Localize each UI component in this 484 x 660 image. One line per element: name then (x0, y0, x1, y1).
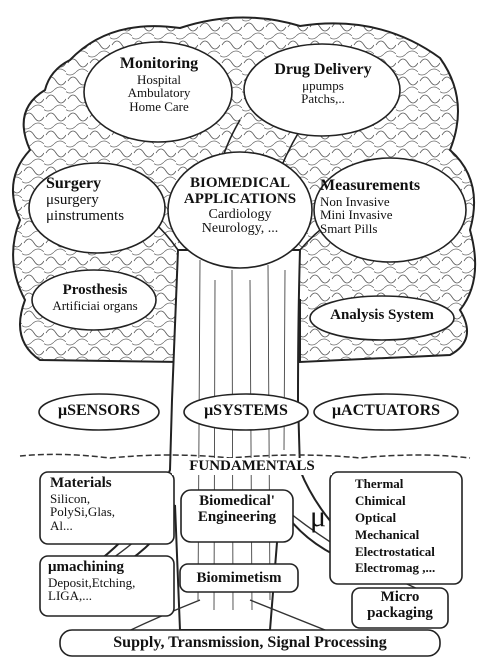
bio-eng-line2: Engineering (182, 510, 292, 526)
materials-item: Al... (50, 519, 115, 533)
monitoring-item: Home Care (94, 100, 224, 114)
center-title-line1: BIOMEDICAL (168, 176, 312, 192)
packaging-line1: Micro (352, 590, 448, 606)
physics-item: Thermal (355, 476, 435, 493)
materials-item: Silicon, (50, 492, 115, 506)
physics-item: Mechanical (355, 527, 435, 544)
surgery-item: μinstruments (46, 209, 124, 225)
analysis-label: Analysis System (312, 308, 452, 324)
fundamentals-label: FUNDAMENTALS (172, 458, 332, 475)
base-label: Supply, Transmission, Signal Processing (60, 634, 440, 652)
measurements-item: Non Invasive (320, 195, 420, 209)
measurements-item: Smart Pills (320, 222, 420, 236)
drug-delivery-label: Drug Delivery μpumps Patchs,.. (248, 62, 398, 106)
center-item: Neurology, ... (168, 222, 312, 237)
physics-item: Electrostatical (355, 544, 435, 561)
prosthesis-label: Prosthesis Artificiai organs (36, 283, 154, 312)
bio-eng-line1: Biomedical' (182, 494, 292, 510)
surgery-title: Surgery (46, 176, 124, 193)
machining-item: LIGA,... (48, 589, 135, 603)
center-item: Cardiology (168, 208, 312, 223)
materials-item: PolySi,Glas, (50, 505, 115, 519)
physics-item: Electromag ,... (355, 560, 435, 577)
monitoring-item: Hospital (94, 73, 224, 87)
mu-symbol: μ (306, 500, 330, 534)
prosthesis-title: Prosthesis (36, 283, 154, 299)
machining-title: μmachining (48, 560, 135, 576)
drug-delivery-item: μpumps (248, 79, 398, 93)
systems-label: μSYSTEMS (186, 402, 306, 420)
physics-list: Thermal Chimical Optical Mechanical Elec… (355, 476, 435, 577)
center-label: BIOMEDICAL APPLICATIONS Cardiology Neuro… (168, 176, 312, 237)
actuators-label: μACTUATORS (316, 402, 456, 420)
bio-eng-label: Biomedical' Engineering (182, 494, 292, 526)
measurements-item: Mini Invasive (320, 208, 420, 222)
drug-delivery-title: Drug Delivery (248, 62, 398, 79)
monitoring-item: Ambulatory (94, 86, 224, 100)
biomimetism-label: Biomimetism (180, 570, 298, 587)
monitoring-title: Monitoring (94, 56, 224, 73)
materials-label: Materials Silicon, PolySi,Glas, Al... (50, 476, 115, 533)
physics-item: Optical (355, 510, 435, 527)
materials-title: Materials (50, 476, 115, 492)
machining-item: Deposit,Etching, (48, 576, 135, 590)
center-title-line2: APPLICATIONS (168, 192, 312, 208)
physics-item: Chimical (355, 493, 435, 510)
surgery-item: μsurgery (46, 193, 124, 209)
surgery-label: Surgery μsurgery μinstruments (46, 176, 124, 224)
drug-delivery-item: Patchs,.. (248, 92, 398, 106)
machining-label: μmachining Deposit,Etching, LIGA,... (48, 560, 135, 603)
prosthesis-item: Artificiai organs (36, 299, 154, 313)
packaging-label: Micro packaging (352, 590, 448, 622)
measurements-title: Measurements (320, 178, 420, 195)
packaging-line2: packaging (352, 606, 448, 622)
monitoring-label: Monitoring Hospital Ambulatory Home Care (94, 56, 224, 114)
sensors-label: μSENSORS (42, 402, 156, 420)
measurements-label: Measurements Non Invasive Mini Invasive … (320, 178, 420, 236)
analysis-title: Analysis System (312, 308, 452, 324)
